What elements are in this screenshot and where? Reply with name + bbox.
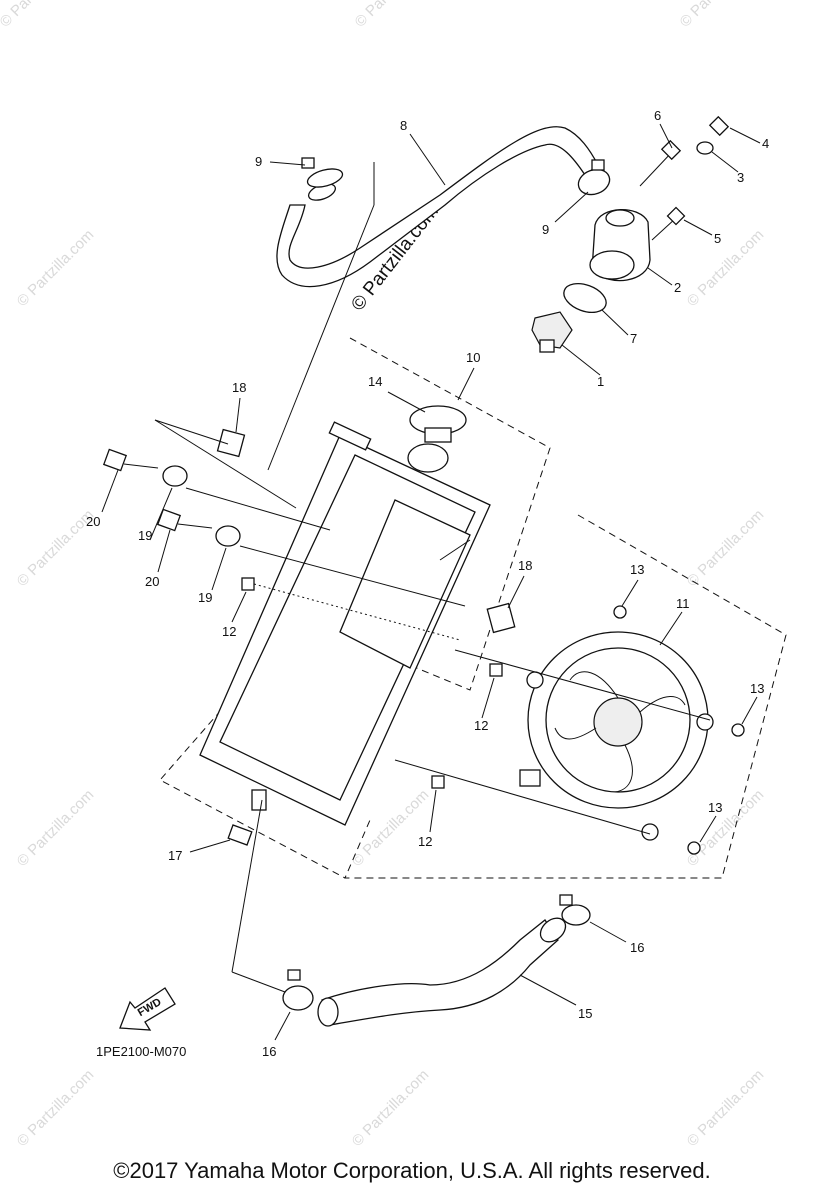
callouts: 8 9 9 6 4 3 5 2 7 1 10 14 18 18 13 11 13… [86, 108, 769, 1059]
callout-6: 6 [654, 108, 661, 123]
watermark: © Partzilla.com [14, 1066, 97, 1149]
callout-1: 1 [597, 374, 604, 389]
screw-13b [731, 723, 745, 737]
copyright-notice: ©2017 Yamaha Motor Corporation, U.S.A. A… [113, 1158, 711, 1183]
callout-8: 8 [400, 118, 407, 133]
callout-13: 13 [750, 681, 764, 696]
bolt-5 [651, 206, 686, 241]
nut-12b [489, 663, 503, 677]
callout-18: 18 [232, 380, 246, 395]
callout-18: 18 [518, 558, 532, 573]
watermark: © Partzilla.com [349, 1066, 432, 1149]
hose-clamp-9a [301, 157, 344, 188]
cooling-fan [519, 631, 714, 841]
callout-9: 9 [255, 154, 262, 169]
radiator-assembly-outline [299, 337, 551, 691]
watermark: © Partzilla.com [684, 786, 767, 869]
callout-3: 3 [737, 170, 744, 185]
nut-12c [431, 775, 445, 789]
grommet-18b [486, 602, 516, 634]
callout-4: 4 [762, 136, 769, 151]
collar-19b [215, 525, 241, 547]
fan-assembly-outline [344, 514, 787, 879]
callout-13: 13 [708, 800, 722, 815]
callout-12: 12 [418, 834, 432, 849]
bolt-4 [708, 115, 730, 137]
callout-17: 17 [168, 848, 182, 863]
watermark: © Partzilla.com [0, 0, 80, 31]
collar-19a [162, 465, 188, 487]
callout-12: 12 [222, 624, 236, 639]
watermark: © Partzilla.com [352, 0, 435, 31]
watermark: © Partzilla.com [14, 506, 97, 589]
callout-13: 13 [630, 562, 644, 577]
leader-lines [101, 123, 761, 1041]
lower-hose [317, 917, 567, 1027]
drain-cap-17 [227, 824, 253, 846]
watermark: © Partzilla.com [684, 226, 767, 309]
callout-15: 15 [578, 1006, 592, 1021]
radiator [199, 421, 491, 826]
callout-14: 14 [368, 374, 382, 389]
thermostat-housing [589, 209, 651, 282]
radiator-cap [407, 405, 467, 473]
callout-10: 10 [466, 350, 480, 365]
hose-clamp-16a [559, 894, 591, 926]
hose-clamp-9b [577, 159, 611, 196]
callout-7: 7 [630, 331, 637, 346]
watermark: © Partzilla.com [14, 226, 97, 309]
diagram-code: 1PE2100-M070 [96, 1044, 186, 1059]
watermark: © Partzilla.com [14, 786, 97, 869]
screw-13c [687, 841, 701, 855]
assembly-lines [154, 162, 711, 993]
callout-12: 12 [474, 718, 488, 733]
grommet-18a [216, 428, 246, 458]
nut-12a [241, 577, 255, 591]
upper-hose [276, 126, 599, 288]
fwd-arrow-icon: FWD [119, 987, 176, 1031]
callout-19: 19 [138, 528, 152, 543]
thermostat [531, 311, 573, 353]
watermark: © Partzilla.com [677, 0, 760, 31]
o-ring [563, 283, 607, 313]
callout-9: 9 [542, 222, 549, 237]
watermark: © Partzilla.com [684, 506, 767, 589]
callout-20: 20 [145, 574, 159, 589]
callout-11: 11 [676, 596, 690, 611]
hose-clamp-16b [282, 969, 314, 1011]
callout-2: 2 [674, 280, 681, 295]
callout-5: 5 [714, 231, 721, 246]
callout-16: 16 [630, 940, 644, 955]
bolt-20b [156, 508, 213, 532]
bolt-6 [639, 139, 682, 187]
screw-13a [613, 605, 627, 619]
radiator-lower-outline [159, 619, 346, 879]
radiator-outlet [251, 789, 267, 811]
bolt-20a [102, 448, 159, 472]
callout-20: 20 [86, 514, 100, 529]
watermark: © Partzilla.com [349, 786, 432, 869]
callout-16: 16 [262, 1044, 276, 1059]
washer-3 [696, 141, 714, 155]
callout-19: 19 [198, 590, 212, 605]
watermark: © Partzilla.com [684, 1066, 767, 1149]
